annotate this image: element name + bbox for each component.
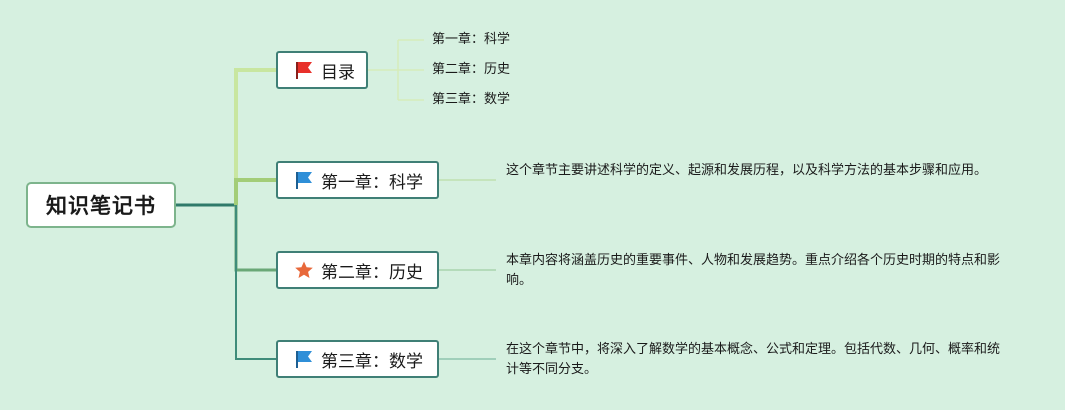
root-label: 知识笔记书 [46,194,156,218]
chapter-history-description: 本章内容将涵盖历史的重要事件、人物和发展趋势。重点介绍各个历史时期的特点和影响。 [506,253,1001,288]
chapter-science-label: 第一章：科学 [321,172,423,193]
chapter-history-node[interactable]: 第二章：历史 [276,251,439,289]
toc-node[interactable]: 目录 [276,51,368,89]
chapter-history-label: 第二章：历史 [321,262,423,283]
orange-star-icon [295,261,313,278]
toc-item-history[interactable]: 第二章：历史 [432,62,511,77]
branch-line-math [235,205,276,360]
branch-line-history [234,205,276,272]
blue-flag-icon [296,172,312,189]
toc-sub-connector [368,39,424,101]
toc-label: 目录 [321,62,355,83]
chapter-math-description: 在这个章节中，将深入了解数学的基本概念、公式和定理。包括代数、几何、概率和统计等… [506,342,1001,377]
chapter-math-label: 第三章：数学 [321,351,423,372]
chapter-science-description: 这个章节主要讲述科学的定义、起源和发展历程，以及科学方法的基本步骤和应用。 [506,163,988,178]
toc-item-math[interactable]: 第三章：数学 [432,92,511,107]
red-flag-icon [296,62,312,79]
chapter-math-node[interactable]: 第三章：数学 [276,340,439,378]
chapter-science-node[interactable]: 第一章：科学 [276,161,439,199]
branch-line-toc [234,68,276,205]
toc-item-science[interactable]: 第一章：科学 [432,32,511,47]
branch-line-science [234,178,276,205]
root-node[interactable]: 知识笔记书 [26,182,176,228]
blue-flag-icon [296,351,312,368]
